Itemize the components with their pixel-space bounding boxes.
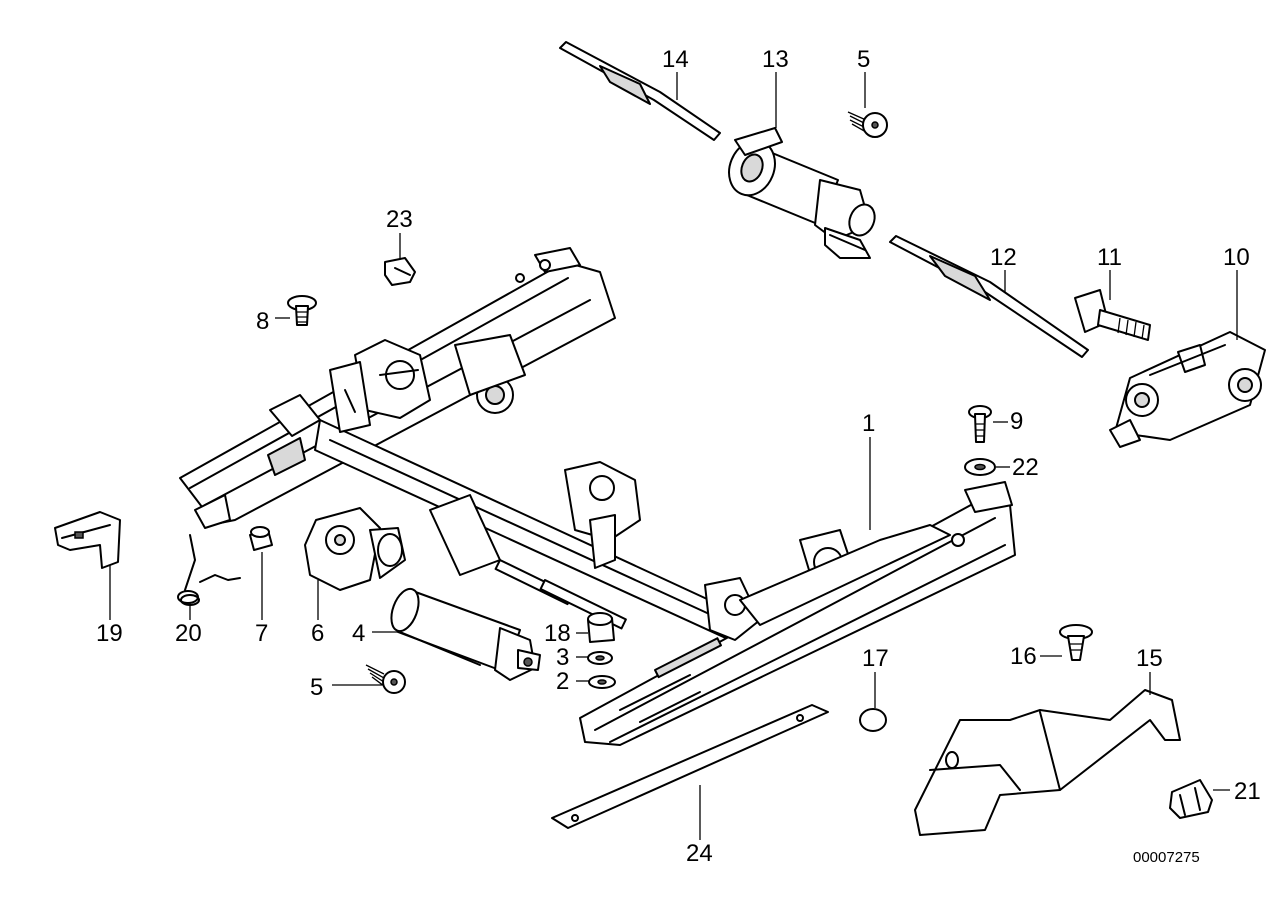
part-13-motor[interactable]	[721, 127, 879, 259]
label-part-18: 18	[544, 620, 571, 647]
label-part-3: 3	[556, 644, 570, 671]
part-5-screw-bottom[interactable]	[365, 664, 406, 694]
label-part-14: 14	[662, 46, 689, 73]
label-part-17: 17	[862, 645, 889, 672]
part-7-bushing[interactable]	[249, 526, 273, 551]
label-part-21: 21	[1234, 778, 1261, 805]
part-12-shaft[interactable]	[889, 235, 1089, 358]
label-part-24: 24	[686, 840, 713, 867]
leader-lines	[109, 72, 1238, 840]
part-1-seat-frame[interactable]	[179, 247, 1016, 746]
part-22-washer[interactable]	[964, 458, 996, 476]
part-10-gearbox[interactable]	[1109, 331, 1266, 448]
part-3-nut[interactable]	[587, 651, 613, 665]
label-part-22: 22	[1012, 454, 1039, 481]
part-15-cover[interactable]	[914, 689, 1181, 836]
label-part-7: 7	[255, 620, 269, 647]
label-part-10: 10	[1223, 244, 1250, 271]
label-part-1: 1	[862, 410, 876, 437]
label-part-12: 12	[990, 244, 1017, 271]
label-part-16: 16	[1010, 643, 1037, 670]
part-17-cap[interactable]	[859, 708, 887, 732]
part-11-bolt[interactable]	[1074, 289, 1151, 341]
part-5-screw-top[interactable]	[847, 111, 888, 138]
part-19-bracket[interactable]	[54, 511, 121, 569]
part-21-clip[interactable]	[1169, 779, 1213, 819]
label-part-6: 6	[311, 620, 325, 647]
part-9-bolt[interactable]	[968, 405, 992, 443]
label-part-20: 20	[175, 620, 202, 647]
label-part-5-top: 5	[857, 46, 871, 73]
part-2-washer[interactable]	[588, 675, 616, 689]
part-6-gearbox[interactable]	[304, 507, 406, 591]
drawing-number: 00007275	[1133, 849, 1200, 866]
part-20-spring[interactable]	[177, 534, 241, 606]
label-part-5-bottom: 5	[310, 674, 324, 701]
part-16-rivet[interactable]	[1059, 624, 1093, 661]
label-part-8: 8	[256, 308, 270, 335]
part-23-clip[interactable]	[384, 257, 416, 286]
label-part-11: 11	[1097, 244, 1122, 271]
part-14-shaft[interactable]	[559, 41, 721, 141]
label-part-2: 2	[556, 668, 570, 695]
label-part-13: 13	[762, 46, 789, 73]
label-part-9: 9	[1010, 408, 1024, 435]
label-part-4: 4	[352, 620, 366, 647]
part-18-buffer[interactable]	[587, 612, 615, 643]
label-part-19: 19	[96, 620, 123, 647]
label-part-23: 23	[386, 206, 413, 233]
label-part-15: 15	[1136, 645, 1163, 672]
part-24-flat-strip[interactable]	[551, 704, 829, 829]
part-8-screw[interactable]	[287, 295, 317, 326]
part-4-motor[interactable]	[386, 585, 541, 681]
